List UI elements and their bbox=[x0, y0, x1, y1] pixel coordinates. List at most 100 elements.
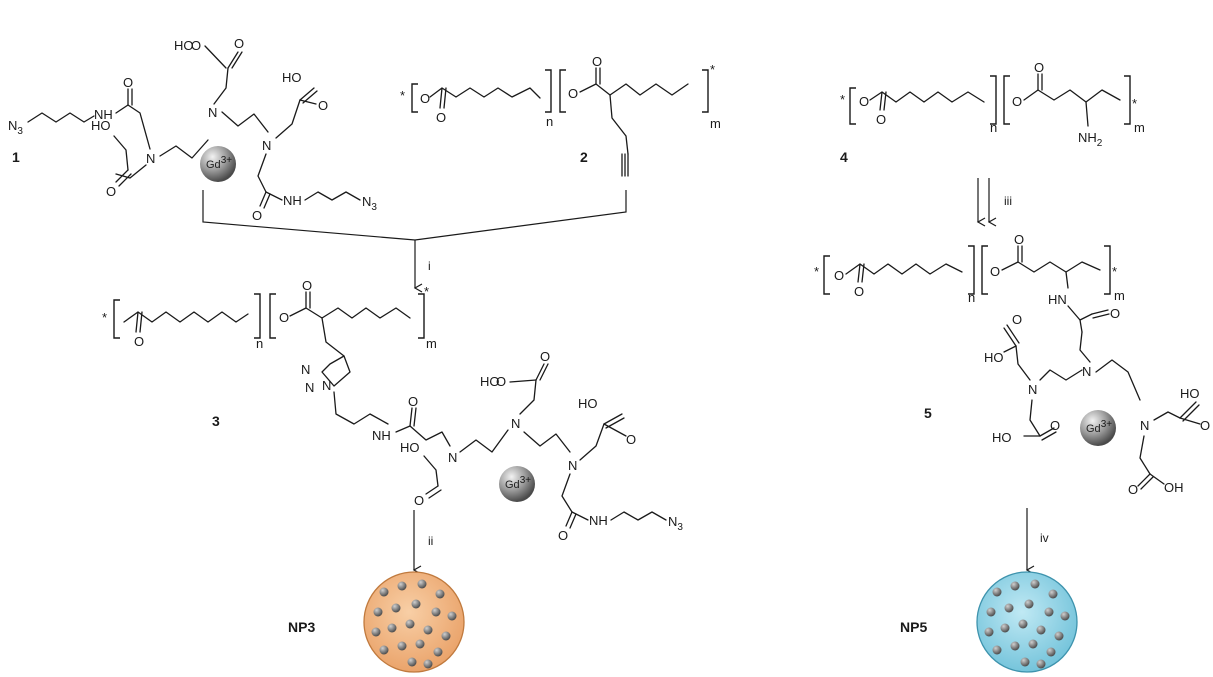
atom-label: * bbox=[814, 264, 819, 279]
reaction-step-ii: ii bbox=[412, 510, 433, 575]
atom-label: O bbox=[990, 264, 1000, 279]
gd-dot bbox=[379, 645, 389, 655]
atom-label: N bbox=[208, 105, 217, 120]
atom-label: O bbox=[854, 284, 864, 299]
nanoparticle-np5: NP5 bbox=[900, 571, 1078, 673]
gd-dot bbox=[992, 645, 1002, 655]
atom-label: N bbox=[448, 450, 457, 465]
gd-dots bbox=[371, 579, 457, 669]
nanoparticle-np3: NP3 bbox=[288, 571, 465, 673]
atom-label: N bbox=[1140, 418, 1149, 433]
atom-label: n bbox=[256, 336, 263, 351]
gd-dot bbox=[433, 647, 443, 657]
atom-label: O bbox=[558, 528, 568, 543]
step-label: iv bbox=[1040, 531, 1049, 545]
atom-label: O bbox=[859, 94, 869, 109]
np-label: NP5 bbox=[900, 619, 927, 635]
gd-dot bbox=[397, 581, 407, 591]
atom-label: O bbox=[106, 184, 116, 199]
atom-label: N bbox=[511, 416, 520, 431]
np-label: NP3 bbox=[288, 619, 315, 635]
atom-label: O bbox=[252, 208, 262, 223]
compound-5: * O O n O O * m HN O N N O HO O HO bbox=[814, 232, 1210, 497]
gd-dot bbox=[1018, 619, 1028, 629]
atom-label: m bbox=[1134, 120, 1145, 135]
atom-label: OH bbox=[1164, 480, 1184, 495]
compound-label: 4 bbox=[840, 149, 848, 165]
atom-label: N3 bbox=[8, 118, 23, 137]
atom-label: n bbox=[546, 114, 553, 129]
atom-label: O bbox=[540, 349, 550, 364]
atom-label: O bbox=[568, 86, 578, 101]
atom-label: O bbox=[191, 38, 201, 53]
compound-label: 3 bbox=[212, 413, 220, 429]
atom-label: m bbox=[710, 116, 721, 131]
atom-label: * bbox=[710, 62, 715, 77]
atom-label: HO bbox=[400, 440, 420, 455]
gd-dot bbox=[1046, 647, 1056, 657]
gd-label: Gd3+ bbox=[505, 475, 531, 491]
atom-label: HO bbox=[992, 430, 1012, 445]
atom-label: N bbox=[305, 380, 314, 395]
atom-label: O bbox=[408, 394, 418, 409]
atom-label: N bbox=[568, 458, 577, 473]
gd-dot bbox=[1060, 611, 1070, 621]
gd-dot bbox=[417, 579, 427, 589]
atom-label: HO bbox=[174, 38, 194, 53]
atom-label: O bbox=[234, 36, 244, 51]
gd-dot bbox=[992, 587, 1002, 597]
compound-4: * O O n O O NH2 * m 4 bbox=[840, 60, 1145, 165]
atom-label: * bbox=[1112, 264, 1117, 279]
atom-label: N bbox=[301, 362, 310, 377]
gd-dot bbox=[1030, 579, 1040, 589]
gd-dot bbox=[1000, 623, 1010, 633]
atom-label: O bbox=[1128, 482, 1138, 497]
compound-2: * O O n O O * m 2 bbox=[400, 54, 721, 177]
atom-label: NH bbox=[283, 193, 302, 208]
atom-label: N bbox=[322, 378, 331, 393]
atom-label: m bbox=[426, 336, 437, 351]
atom-label: N bbox=[262, 138, 271, 153]
atom-label: HO bbox=[1180, 386, 1200, 401]
atom-label: O bbox=[134, 334, 144, 349]
atom-label: O bbox=[1034, 60, 1044, 75]
atom-label: n bbox=[990, 120, 997, 135]
atom-label: O bbox=[279, 310, 289, 325]
gd-dot bbox=[986, 607, 996, 617]
gd-dot bbox=[1036, 659, 1046, 669]
gd-dot bbox=[407, 657, 417, 667]
gd-dot bbox=[1044, 607, 1054, 617]
gd-dot bbox=[1020, 657, 1030, 667]
atom-label: O bbox=[302, 278, 312, 293]
gd-dot bbox=[397, 641, 407, 651]
atom-label: HO bbox=[91, 118, 111, 133]
gd-dot bbox=[1028, 639, 1038, 649]
atom-label: NH bbox=[372, 428, 391, 443]
atom-label: N3 bbox=[668, 514, 683, 533]
gadolinium-ion: Gd3+ bbox=[499, 466, 535, 502]
atom-label: * bbox=[424, 284, 429, 299]
atom-label: N bbox=[1028, 382, 1037, 397]
compound-label: 5 bbox=[924, 405, 932, 421]
gd-dot bbox=[1054, 631, 1064, 641]
compound-label: 2 bbox=[580, 149, 588, 165]
atom-label: O bbox=[1200, 418, 1210, 433]
gd-dot bbox=[415, 639, 425, 649]
atom-label: O bbox=[123, 75, 133, 90]
gd-dot bbox=[371, 627, 381, 637]
compound-label: 1 bbox=[12, 149, 20, 165]
atom-label: O bbox=[592, 54, 602, 69]
reaction-step-iv: iv bbox=[1025, 508, 1049, 575]
atom-label: N bbox=[146, 151, 155, 166]
atom-label: * bbox=[840, 92, 845, 107]
atom-label: HO bbox=[480, 374, 500, 389]
step-label: ii bbox=[428, 534, 433, 548]
reaction-step-i: i bbox=[202, 190, 627, 293]
gd-dot bbox=[387, 623, 397, 633]
gadolinium-ion: Gd3+ bbox=[200, 146, 236, 182]
atom-label: O bbox=[834, 268, 844, 283]
gd-dot bbox=[431, 607, 441, 617]
atom-label: HN bbox=[1048, 292, 1067, 307]
gd-label: Gd3+ bbox=[1086, 419, 1112, 435]
